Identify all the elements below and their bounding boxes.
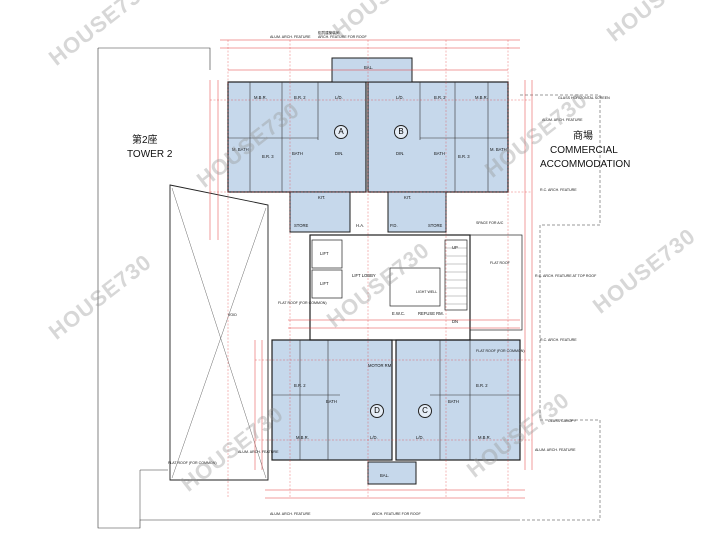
- room-balcony-top: BAL.: [364, 65, 374, 70]
- note-top-feature-cn: 鋁質建築裝飾: [318, 31, 340, 35]
- room-br3-B: B.R. 3: [458, 154, 470, 159]
- room-ld-C: L/D.: [416, 435, 424, 440]
- note-flat-roof-common-2: FLAT ROOF (FOR COMMON): [476, 349, 525, 353]
- room-ld-A: L/D.: [335, 95, 343, 100]
- room-ewc: E.W.C.: [392, 311, 406, 316]
- tower-2-label-cn: 第2座: [132, 135, 158, 146]
- tower-2-step: [139, 469, 168, 520]
- room-lift-2: LIFT: [320, 281, 329, 286]
- room-bath-B: BATH: [434, 151, 445, 156]
- unit-B-fill: [367, 81, 509, 193]
- site-boundary-top: [98, 47, 211, 70]
- room-store-B: STORE: [428, 223, 443, 228]
- unit-label-C: C: [418, 404, 432, 418]
- room-br2-A: B.R. 2: [294, 95, 306, 100]
- note-alum-feature-top: ALUM. ARCH. FEATURE: [542, 118, 583, 122]
- note-rc-top-roof: R.C. ARCH. FEATURE AT TOP ROOF: [535, 274, 597, 278]
- note-top-feature-roof: ARCH. FEATURE FOR ROOF: [318, 35, 367, 39]
- note-bottom-feature-en: ALUM. ARCH. FEATURE: [270, 512, 311, 516]
- commercial-boundary: [520, 94, 601, 521]
- grid-lines-red: [210, 40, 532, 498]
- room-pd: P.D.: [390, 223, 398, 228]
- room-mbr-A: M.B.R.: [254, 95, 267, 100]
- room-ld-D: L/D.: [370, 435, 378, 440]
- note-glass-screen: GLASS HORIZONTAL SCREEN: [558, 96, 610, 100]
- room-mbr-B: M.B.R.: [475, 95, 488, 100]
- commercial-label-cn: 商場: [573, 131, 593, 142]
- room-mbath-B: M. BATH: [490, 147, 507, 152]
- void-diagonal-2: [171, 207, 267, 479]
- note-rc-feature: R.C. ARCH. FEATURE: [540, 188, 577, 192]
- room-motor: MOTOR RM.: [368, 363, 393, 368]
- lift-1: [311, 239, 343, 269]
- tower-2-label-en: TOWER 2: [127, 149, 173, 160]
- light-well: [389, 267, 441, 307]
- room-ld-B: L/D.: [396, 95, 404, 100]
- note-void: VOID: [228, 313, 237, 317]
- unit-label-D: D: [370, 404, 384, 418]
- room-br2-D: B.R. 2: [294, 383, 306, 388]
- room-br2-B: B.R. 2: [434, 95, 446, 100]
- room-br2-C: B.R. 2: [476, 383, 488, 388]
- tower-2-outline: [169, 184, 269, 481]
- note-rc-feature-2: R.C. ARCH. FEATURE: [540, 338, 577, 342]
- lift-2: [311, 269, 343, 299]
- room-din-A: DIN.: [335, 151, 344, 156]
- note-alum-feature-left: ALUM. ARCH. FEATURE: [238, 450, 279, 454]
- room-din-B: DIN.: [396, 151, 405, 156]
- flat-roof-right: [469, 234, 523, 331]
- commercial-label-line1: COMMERCIAL: [550, 145, 618, 156]
- note-flat-roof: FLAT ROOF: [490, 261, 510, 265]
- room-bath-C: BATH: [448, 399, 459, 404]
- note-bottom-feature-roof: ARCH. FEATURE FOR ROOF: [372, 512, 421, 516]
- unit-label-A: A: [334, 125, 348, 139]
- room-refuse: REFUSE RM.: [418, 311, 444, 316]
- note-flat-roof-common-1: FLAT ROOF (FOR COMMON): [278, 301, 327, 305]
- room-kit-A: KIT.: [318, 195, 326, 200]
- void-diagonal-1: [171, 187, 267, 479]
- unit-label-B: B: [394, 125, 408, 139]
- stair-dn: DN: [452, 319, 459, 324]
- room-mbr-D: M.B.R.: [296, 435, 309, 440]
- stair-up: UP: [452, 245, 458, 250]
- room-lift-lobby: LIFT LOBBY: [352, 273, 376, 278]
- room-ha: H.A.: [356, 223, 365, 228]
- room-br3-A: B.R. 3: [262, 154, 274, 159]
- stair-treads: [445, 247, 467, 305]
- site-boundary: [97, 48, 520, 529]
- room-balcony-bottom: BAL.: [380, 473, 390, 478]
- room-bath-A: BATH: [292, 151, 303, 156]
- note-light-well: LIGHT WELL: [416, 290, 438, 294]
- stair-1: [444, 239, 468, 311]
- note-top-feature-en: ALUM. ARCH. FEATURE: [270, 35, 311, 39]
- bottom-balcony: [367, 461, 417, 485]
- note-space-ac: SPACE FOR A/C: [476, 221, 504, 225]
- note-glass-canopy: GLASS CANOPY: [548, 419, 577, 423]
- room-mbr-C: M.B.R.: [478, 435, 491, 440]
- room-kit-B: KIT.: [404, 195, 412, 200]
- room-lift-1: LIFT: [320, 251, 329, 256]
- room-bath-D: BATH: [326, 399, 337, 404]
- note-flat-roof-common-3: FLAT ROOF (FOR COMMON): [168, 461, 217, 465]
- commercial-label-line2: ACCOMMODATION: [540, 159, 631, 170]
- room-mbath-A: M. BATH: [232, 147, 249, 152]
- note-alum-feature-bottom: ALUM. ARCH. FEATURE: [535, 448, 576, 452]
- room-store-A: STORE: [294, 223, 309, 228]
